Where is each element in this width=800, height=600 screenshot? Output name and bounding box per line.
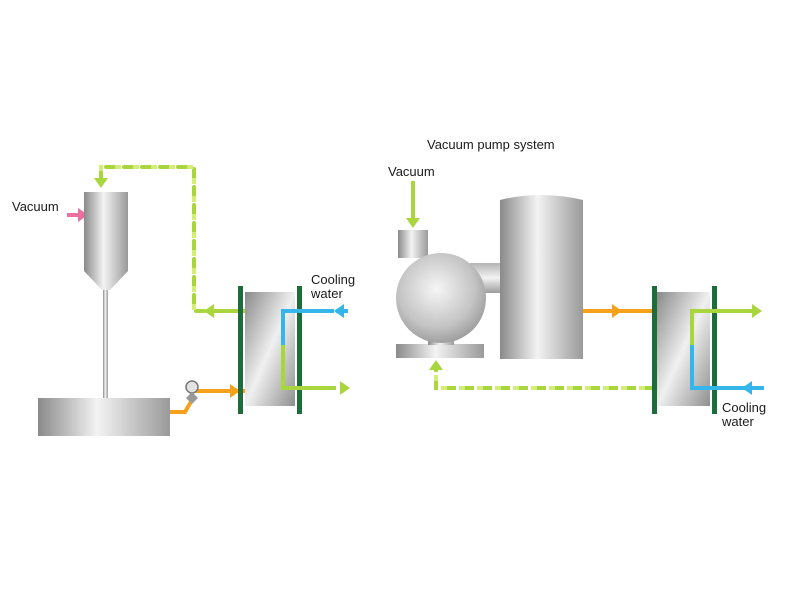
flow-arrow-icon (612, 304, 622, 318)
flow-arrow-icon (94, 178, 108, 188)
vacuum-inlet-arrow-icon (406, 218, 420, 228)
condenser-left-plate-right (297, 286, 302, 414)
valve-icon (185, 380, 199, 404)
cooling-water-label-line2: water (722, 414, 754, 429)
receiving-tank (38, 398, 170, 436)
vacuum-pump (396, 253, 486, 343)
vacuum-arrow-icon (78, 208, 88, 222)
vacuum-label-right: Vacuum (388, 164, 435, 179)
flow-arrow-icon (752, 304, 762, 318)
diagram-title: Vacuum pump system (427, 137, 555, 152)
cooling-water-label-line2: water (311, 286, 343, 301)
pump-base (396, 344, 484, 358)
separator-tank (500, 195, 583, 359)
flow-arrow-icon (204, 304, 214, 318)
cooling-water-label-line1: Cooling (722, 400, 767, 415)
vapor-line-top (99, 165, 208, 313)
flow-arrow-icon (340, 381, 350, 395)
cooling-water-label-left: Cooling water (311, 273, 371, 301)
flow-arrow-icon (429, 360, 443, 370)
vacuum-label-left: Vacuum (12, 199, 59, 214)
cooling-water-label-right: Cooling water (722, 401, 782, 429)
flow-arrow-icon (230, 384, 240, 398)
separator-vessel (84, 192, 128, 290)
condenser-right-plate-left (652, 286, 657, 414)
cooling-water-label-line1: Cooling (311, 272, 356, 287)
pump-inlet (398, 230, 428, 258)
cooling-arrow-icon (742, 381, 752, 395)
condenser-left-plate-left (238, 286, 243, 414)
condenser-right-plate-right (712, 286, 717, 414)
drop-pipe (103, 290, 108, 408)
